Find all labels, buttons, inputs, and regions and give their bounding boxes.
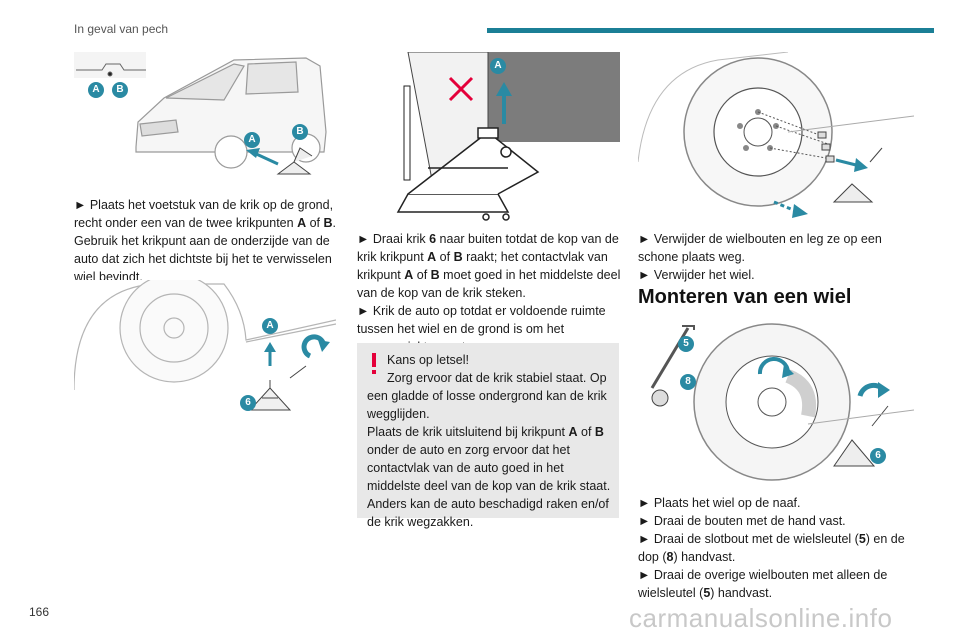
col2-text: ► Draai krik 6 naar buiten totdat de kop…: [357, 230, 623, 356]
warning-text: Plaats de krik uitsluitend bij krikpunt …: [367, 425, 611, 529]
instruction-step: ► Draai de bouten met de hand vast.: [638, 514, 846, 528]
jack-head-contact-illustration: A: [368, 52, 620, 222]
badge-6: 6: [240, 395, 256, 411]
running-header: In geval van pech: [74, 22, 169, 36]
instruction-paragraph: ► Draai krik 6 naar buiten totdat de kop…: [357, 232, 621, 300]
jack-under-wheel-illustration: A 6: [74, 280, 336, 420]
badge-a: A: [262, 318, 278, 334]
section-heading: Monteren van een wiel: [638, 286, 852, 308]
instruction-step: ► Draai de overige wielbouten met alleen…: [638, 568, 888, 600]
col3-text-top: ► Verwijder de wielbouten en leg ze op e…: [638, 230, 914, 284]
badge-b: B: [292, 124, 308, 140]
badge-6: 6: [870, 448, 886, 464]
instruction-step: ► Verwijder het wiel.: [638, 268, 755, 282]
mount-wheel-illustration: 5 8 6: [638, 316, 914, 484]
badge-5: 5: [678, 336, 694, 352]
col3-text-bottom: ► Plaats het wiel op de naaf. ► Draai de…: [638, 494, 914, 602]
badge-a: A: [88, 82, 104, 98]
instruction-step: ► Verwijder de wielbouten en leg ze op e…: [638, 232, 882, 264]
watermark: carmanualsonline.info: [629, 603, 893, 633]
badge-8: 8: [680, 374, 696, 390]
exclamation-warning-icon: [372, 353, 376, 374]
page-number: 166: [29, 605, 50, 619]
col1-text: ► Plaats het voetstuk van de krik op de …: [74, 196, 336, 286]
warning-text: Zorg ervoor dat de krik stabiel staat. O…: [367, 371, 607, 421]
instruction-step: ► Draai de slotbout met de wielsleutel (…: [638, 532, 905, 564]
header-accent-bar: [487, 28, 934, 33]
remove-wheel-bolts-illustration: [638, 52, 914, 222]
badge-a: A: [244, 132, 260, 148]
instruction-step: ► Plaats het wiel op de naaf.: [638, 496, 801, 510]
warning-title: Kans op letsel!: [387, 353, 469, 367]
badge-a: A: [490, 58, 506, 74]
van-jack-points-illustration: A B A B: [74, 52, 336, 192]
instruction-paragraph: ► Plaats het voetstuk van de krik op de …: [74, 198, 336, 284]
warning-box: Kans op letsel! Zorg ervoor dat de krik …: [357, 343, 619, 529]
badge-b: B: [112, 82, 128, 98]
